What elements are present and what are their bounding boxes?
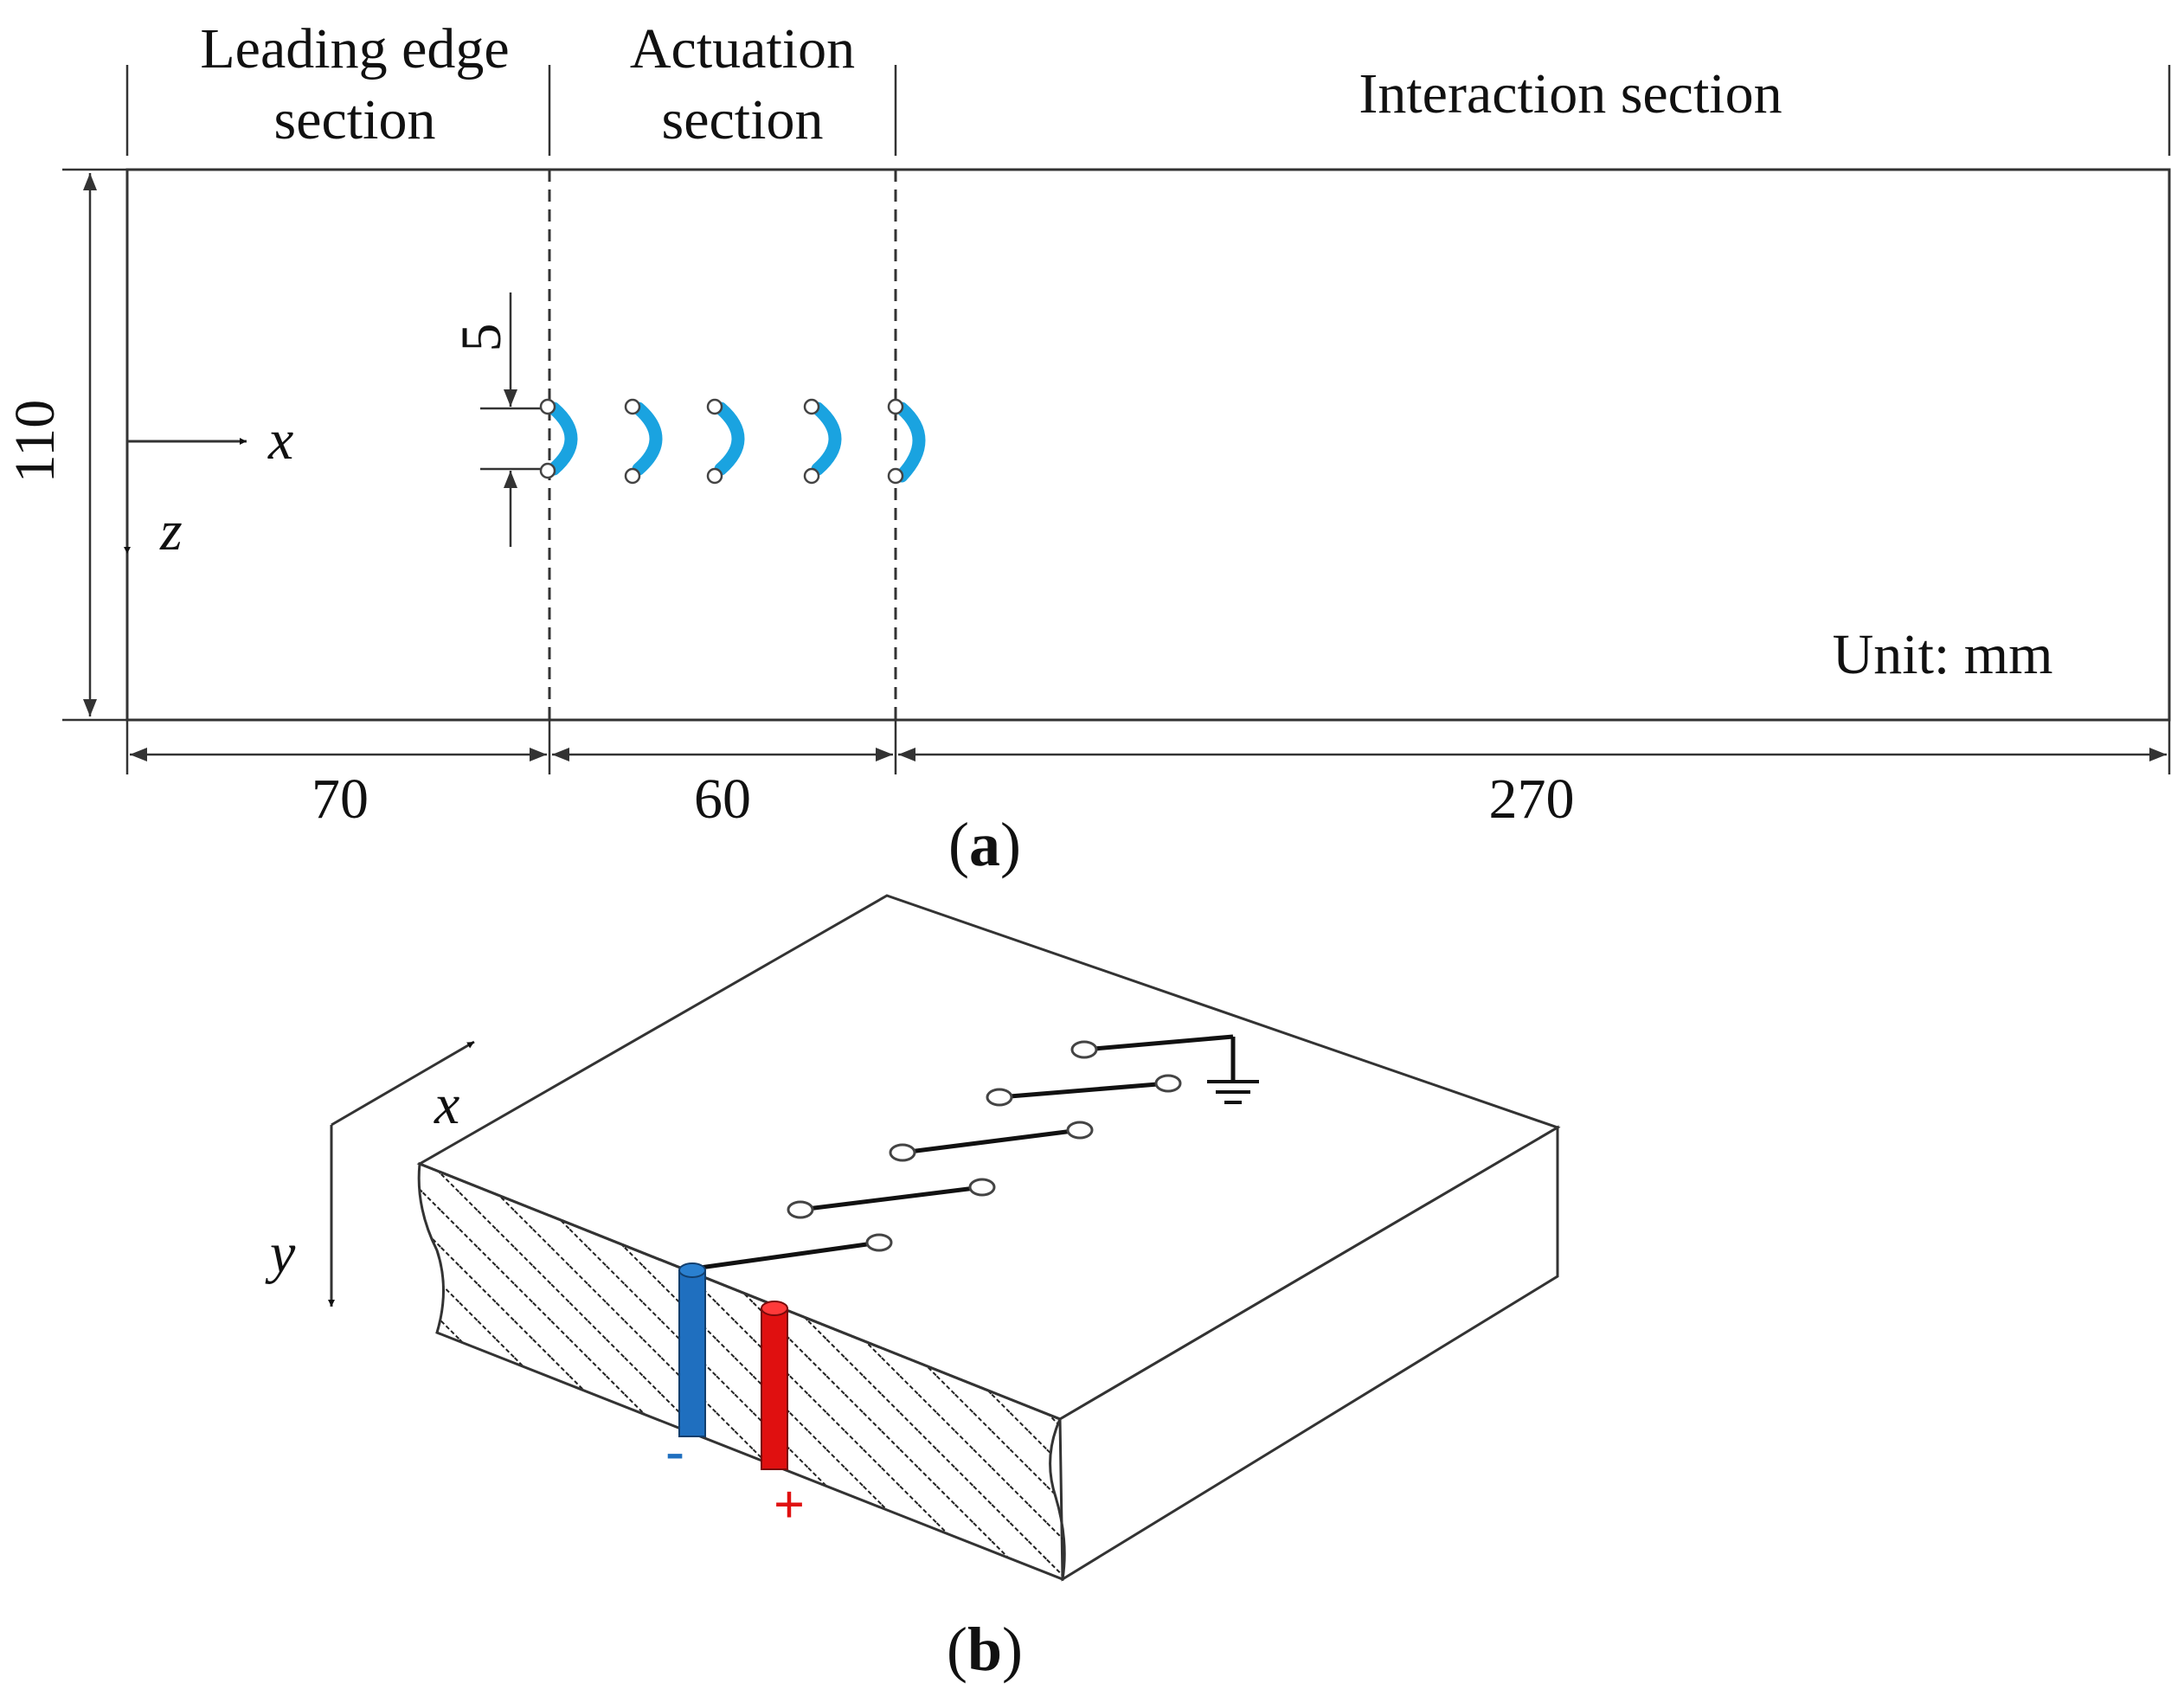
wire [1083, 1034, 1234, 1052]
x-axis-arrow-b [331, 1040, 475, 1127]
y-axis-label-b: y [265, 1222, 296, 1285]
electrode-dot [887, 398, 904, 415]
interaction-label: Interaction section [1359, 62, 1782, 125]
leading-edge-label-line2: section [274, 88, 436, 151]
actuation-length-label: 60 [694, 768, 751, 831]
actuator-arc [895, 402, 926, 483]
spacing-label: 5 [450, 324, 513, 352]
electrode-dot [624, 467, 641, 485]
electrode-dot [1066, 1121, 1094, 1140]
electrode-dot [539, 398, 556, 415]
electrode-dot [706, 467, 723, 485]
electrode-dot [986, 1088, 1013, 1107]
electrode-dot [887, 467, 904, 485]
negative-sign: - [665, 1420, 684, 1481]
unit-label: Unit: mm [1833, 623, 2053, 686]
ground-icon [1207, 1080, 1259, 1104]
electrode-dot [803, 398, 820, 415]
electrode-dot [968, 1178, 996, 1197]
actuator-arc [811, 402, 842, 476]
negative-electrode [678, 1262, 706, 1437]
panel-b: - + x y (b) [265, 894, 1561, 1684]
electrode-dot [889, 1143, 916, 1162]
electrode-dot [787, 1200, 814, 1219]
panel-a: Leading edge section Actuation section I… [3, 17, 2171, 879]
x-axis-label-b: x [434, 1073, 459, 1136]
positive-sign: + [774, 1474, 805, 1535]
actuation-label-line2: section [662, 88, 824, 151]
actuation-label-line1: Actuation [630, 17, 855, 80]
leading-edge-label-line1: Leading edge [200, 17, 509, 80]
electrode-dot [539, 462, 556, 479]
block-section-face [417, 1161, 1066, 1582]
actuator-arc [547, 402, 578, 476]
electrode-dot [803, 467, 820, 485]
electrode-dot [706, 398, 723, 415]
height-dimension-label: 110 [3, 400, 67, 484]
electrode-dot [1154, 1074, 1182, 1093]
x-axis-label-a: x [267, 408, 293, 472]
wire [800, 1185, 983, 1212]
electrode-dot [865, 1233, 893, 1252]
electrode-chain [693, 1034, 1236, 1271]
actuator-arc [632, 402, 663, 476]
electrode-dot [624, 398, 641, 415]
wire [999, 1081, 1169, 1100]
caption-b: (b) [947, 1615, 1023, 1684]
electrode-dot [1070, 1040, 1098, 1059]
leading-length-label: 70 [312, 768, 369, 831]
z-axis-label-a: z [159, 499, 183, 562]
wire [693, 1240, 880, 1271]
caption-a: (a) [948, 810, 1021, 879]
wire [902, 1127, 1081, 1155]
positive-electrode [761, 1301, 788, 1470]
actuator-arc [714, 402, 745, 476]
actuator-array [539, 398, 926, 485]
interaction-length-label: 270 [1489, 768, 1575, 831]
